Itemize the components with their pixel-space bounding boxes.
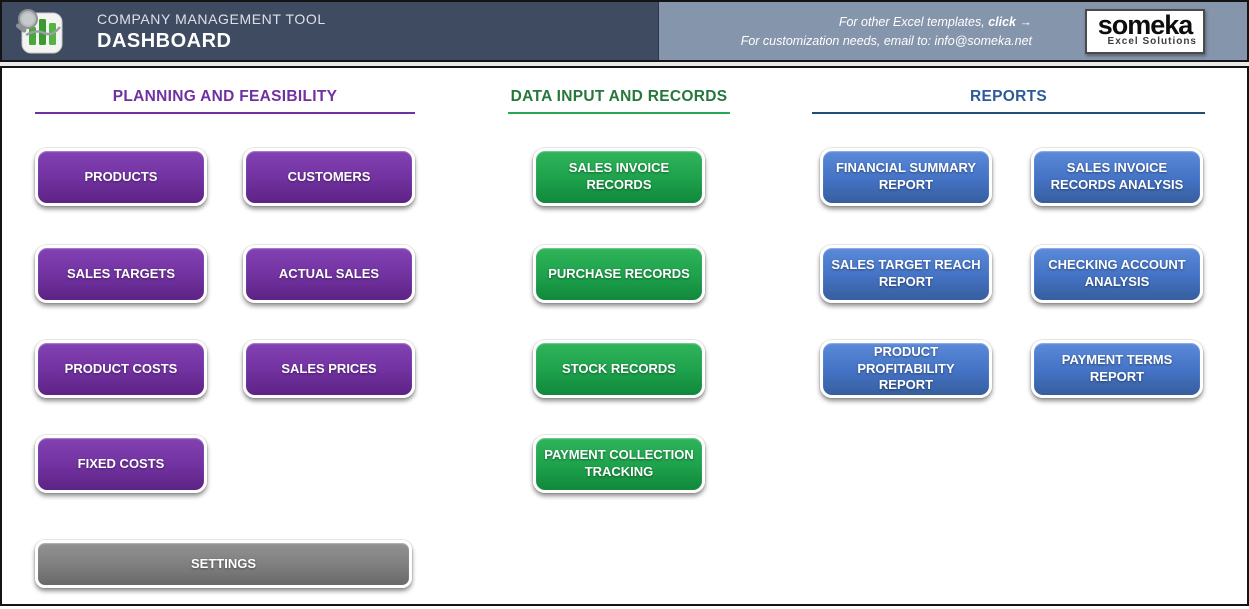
header-titles: COMPANY MANAGEMENT TOOL DASHBOARD — [97, 11, 326, 53]
promo-line1: For other Excel templates, click → — [838, 15, 1032, 29]
button-checking-account-analysis[interactable]: CHECKING ACCOUNT ANALYSIS — [1031, 245, 1203, 303]
button-payment-terms-report[interactable]: PAYMENT TERMS REPORT — [1031, 340, 1203, 398]
button-fixed-costs[interactable]: FIXED COSTS — [35, 435, 207, 493]
promo-click-link[interactable]: click → — [988, 15, 1032, 29]
section-title-planning: PLANNING AND FEASIBILITY — [112, 88, 338, 105]
app-title: COMPANY MANAGEMENT TOOL — [97, 11, 326, 27]
button-purchase-records[interactable]: PURCHASE RECORDS — [533, 245, 705, 303]
section-title-reports: REPORTS — [969, 88, 1048, 105]
button-product-profitability-report[interactable]: PRODUCT PROFITABILITY REPORT — [820, 340, 992, 398]
header-bar: COMPANY MANAGEMENT TOOL DASHBOARD For ot… — [0, 0, 1249, 62]
promo-text: For other Excel templates, click → For c… — [741, 13, 1032, 52]
button-settings[interactable]: SETTINGS — [35, 540, 412, 588]
section-title-data-input: DATA INPUT AND RECORDS — [510, 88, 728, 105]
arrow-right-icon: → — [1019, 15, 1033, 29]
section-underline-reports — [812, 112, 1205, 114]
someka-logo-subtext: Excel Solutions — [1107, 36, 1197, 47]
button-sales-invoice-records-analysis[interactable]: SALES INVOICE RECORDS ANALYSIS — [1031, 148, 1203, 206]
app-logo-icon — [16, 9, 64, 57]
button-financial-summary-report[interactable]: FINANCIAL SUMMARY REPORT — [820, 148, 992, 206]
someka-logo-word: someka — [1097, 10, 1194, 40]
button-sales-targets[interactable]: SALES TARGETS — [35, 245, 207, 303]
section-underline-planning — [35, 112, 415, 114]
main-content-frame — [0, 66, 1249, 606]
page-title: DASHBOARD — [97, 30, 232, 52]
button-product-costs[interactable]: PRODUCT COSTS — [35, 340, 207, 398]
promo-line2: For customization needs, email to: info@… — [740, 34, 1032, 49]
button-products[interactable]: PRODUCTS — [35, 148, 207, 206]
button-sales-prices[interactable]: SALES PRICES — [243, 340, 415, 398]
header-divider — [0, 62, 1249, 66]
button-payment-collection-tracking[interactable]: PAYMENT COLLECTION TRACKING — [533, 435, 705, 493]
button-stock-records[interactable]: STOCK RECORDS — [533, 340, 705, 398]
button-sales-target-reach-report[interactable]: SALES TARGET REACH REPORT — [820, 245, 992, 303]
button-customers[interactable]: CUSTOMERS — [243, 148, 415, 206]
section-underline-data-input — [508, 112, 730, 114]
button-sales-invoice-records[interactable]: SALES INVOICE RECORDS — [533, 148, 705, 206]
someka-logo[interactable]: someka Excel Solutions — [1085, 9, 1205, 54]
button-actual-sales[interactable]: ACTUAL SALES — [243, 245, 415, 303]
